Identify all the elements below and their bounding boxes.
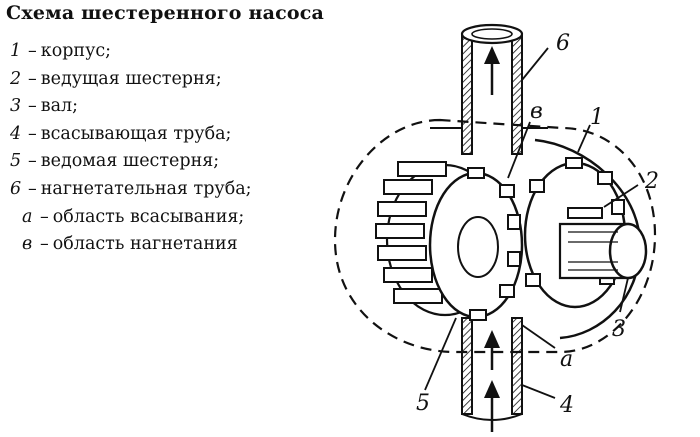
legend-key: 6 xyxy=(10,178,22,199)
legend-key: в xyxy=(22,234,33,255)
legend-item-a: а–область всасывания; xyxy=(10,204,252,232)
discharge-pipe xyxy=(430,23,548,155)
legend-text: вал; xyxy=(40,96,79,117)
legend-text: ведущая шестерня; xyxy=(40,68,222,89)
callout-3: 3 xyxy=(612,317,626,342)
legend-key: 3 xyxy=(10,96,22,117)
legend-item-5: 5–ведомая шестерня; xyxy=(10,148,252,176)
legend-key: 1 xyxy=(10,41,22,61)
legend-text: нагнетательная труба; xyxy=(40,178,252,199)
callout-v: в xyxy=(530,99,543,124)
callout-a: а xyxy=(560,347,573,372)
callout-1: 1 xyxy=(590,105,604,130)
legend-text: всасывающая труба; xyxy=(40,123,232,144)
legend-key: 2 xyxy=(10,68,22,89)
legend-key: а xyxy=(22,206,33,227)
legend-item-1: 1–корпус; xyxy=(10,38,252,66)
legend-text: область нагнетания xyxy=(52,234,238,255)
diagram-title: Схема шестеренного насоса xyxy=(6,2,325,24)
suction-pipe xyxy=(461,317,523,432)
shaft xyxy=(558,222,648,280)
legend-item-6: 6–нагнетательная труба; xyxy=(10,176,252,204)
legend-key: 5 xyxy=(10,151,22,172)
legend-text: корпус; xyxy=(40,41,112,61)
callout-5: 5 xyxy=(416,391,430,416)
legend-key: 4 xyxy=(10,123,22,144)
legend-item-2: 2–ведущая шестерня; xyxy=(10,66,252,94)
driven-gear xyxy=(375,161,524,321)
legend-item-v: в–область нагнетания xyxy=(10,231,252,259)
callout-2: 2 xyxy=(644,169,659,194)
callout-6: 6 xyxy=(556,31,570,56)
legend-item-3: 3–вал; xyxy=(10,93,252,121)
legend-text: область всасывания; xyxy=(52,206,245,227)
legend: 1–корпус; 2–ведущая шестерня; 3–вал; 4–в… xyxy=(10,38,252,259)
callout-4: 4 xyxy=(559,393,574,418)
legend-item-4: 4–всасывающая труба; xyxy=(10,121,252,149)
leader-lines xyxy=(424,47,639,399)
legend-text: ведомая шестерня; xyxy=(40,151,220,172)
